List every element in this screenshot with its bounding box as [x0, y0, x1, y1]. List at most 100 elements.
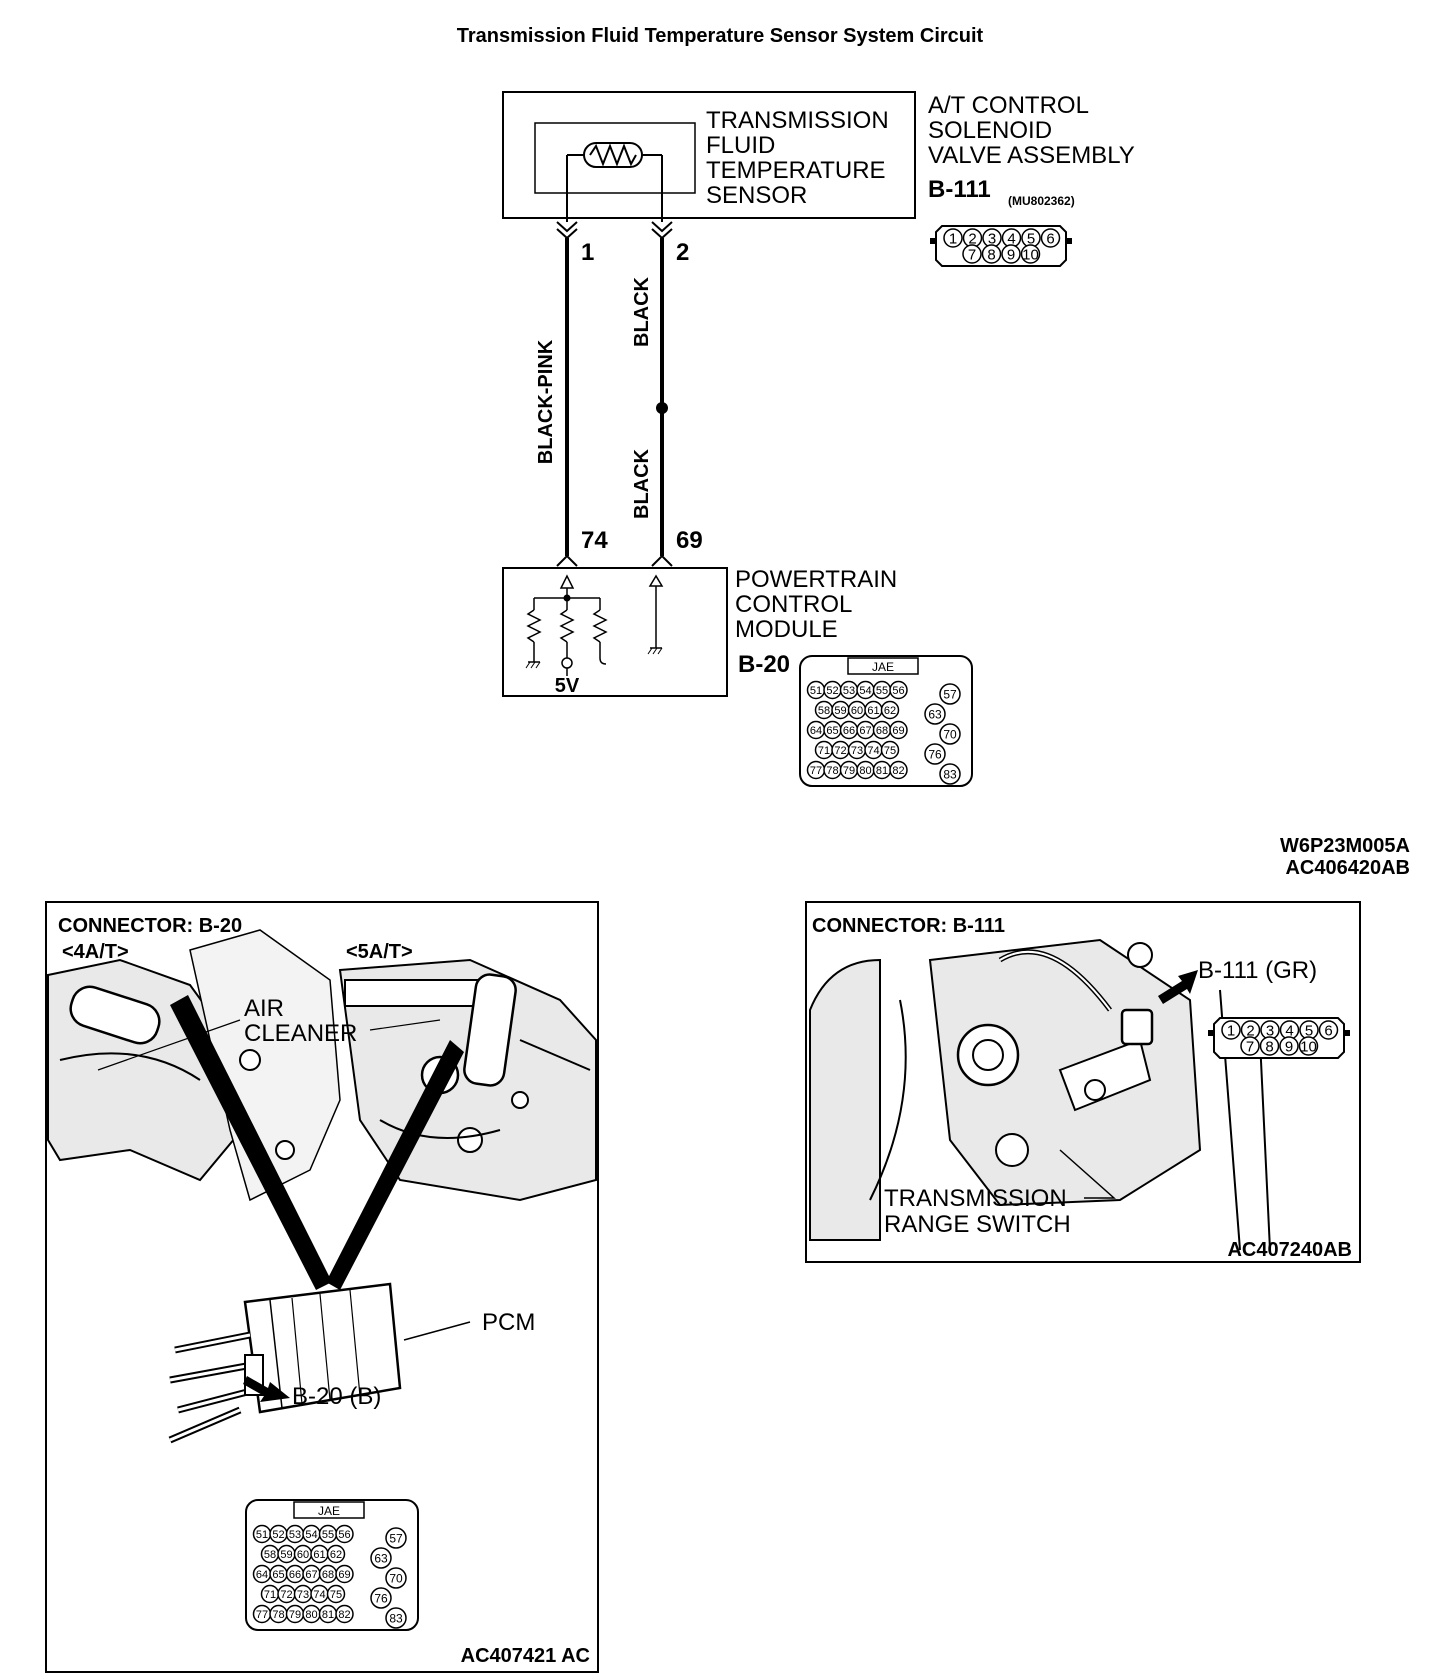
connector-pin-number: 55 — [322, 1529, 334, 1541]
connector-pin-number: 76 — [928, 747, 942, 761]
diagram-code-2: AC406420AB — [1285, 857, 1410, 879]
connector-pin-number: 4 — [1007, 230, 1015, 247]
connector-pin-number: 52 — [272, 1529, 284, 1541]
panel-connector-b111: CONNECTOR: B-111 B-111 (GR) TRANSMISSION… — [805, 901, 1361, 1263]
connector-pin-number: 9 — [1285, 1038, 1293, 1055]
connector-pin-number: 71 — [264, 1589, 276, 1601]
jae-label: JAE — [872, 660, 894, 674]
pin-74-label: 74 — [581, 527, 608, 554]
connector-pin-number: 81 — [322, 1609, 334, 1621]
connector-pin — [939, 683, 961, 705]
assembly-label-3: VALVE ASSEMBLY — [928, 142, 1135, 169]
connector-pin-number: 6 — [1046, 230, 1054, 247]
connector-pin-number: 8 — [987, 246, 995, 263]
connector-pin-number: 72 — [280, 1589, 292, 1601]
connector-pin-number: 73 — [851, 745, 863, 757]
connector-pin-number: 74 — [313, 1589, 325, 1601]
connector-pin-number: 54 — [859, 685, 871, 697]
connector-pin — [370, 1547, 392, 1569]
pcm-label-3: MODULE — [735, 616, 838, 643]
connector-pin-number: 62 — [330, 1549, 342, 1561]
connector-pin — [943, 228, 963, 248]
connector-pin-number: 63 — [928, 707, 942, 721]
sensor-label-1: TRANSMISSION — [706, 107, 889, 134]
connector-pin-number: 7 — [968, 246, 976, 263]
connector-pin — [335, 1604, 354, 1624]
voltage-label: 5V — [555, 675, 580, 697]
connector-pin-number: 75 — [330, 1589, 342, 1601]
connector-pin-number: 83 — [943, 767, 957, 781]
connector-pin-number: 66 — [843, 725, 855, 737]
pin-1-label: 1 — [581, 239, 594, 266]
connector-pin — [924, 743, 946, 765]
connector-pin — [880, 740, 900, 760]
connector-pin-number: 10 — [1022, 246, 1039, 263]
connector-pin-number: 58 — [264, 1549, 276, 1561]
connector-pin — [889, 720, 908, 740]
connector-pin-number: 78 — [272, 1609, 284, 1621]
connector-pin-number: 51 — [810, 685, 822, 697]
connector-pin-number: 63 — [374, 1551, 388, 1565]
wire-1-connector-bottom — [556, 554, 578, 567]
assembly-part-number: (MU802362) — [1008, 194, 1075, 208]
air-cleaner-label-2: CLEANER — [244, 1020, 357, 1047]
b111-panel-code: AC407240AB — [1227, 1239, 1352, 1261]
connector-pin-number: 65 — [272, 1569, 284, 1581]
connector-pin-number: 3 — [1266, 1022, 1274, 1039]
connector-pin-number: 54 — [305, 1529, 317, 1541]
range-switch-label-1: TRANSMISSION — [884, 1185, 1067, 1212]
connector-pin-number: 83 — [389, 1611, 403, 1625]
connector-pin-number: 53 — [843, 685, 855, 697]
panel-connector-b20: CONNECTOR: B-20 <4A/T> <5A/T> AIR CLEANE… — [45, 901, 599, 1673]
connector-pin — [1001, 244, 1021, 264]
connector-pin-number: 62 — [884, 705, 896, 717]
connector-pin-number: 59 — [834, 705, 846, 717]
connector-pin-number: 56 — [892, 685, 904, 697]
connector-pin — [326, 1544, 346, 1564]
connector-pin-number: 56 — [338, 1529, 350, 1541]
connector-pin-number: 3 — [988, 230, 996, 247]
connector-pin-number: 65 — [826, 725, 838, 737]
connector-pin — [889, 680, 908, 700]
connector-pin-number: 82 — [892, 765, 904, 777]
connector-pin-number: 5 — [1305, 1022, 1313, 1039]
connector-pin-number: 2 — [968, 230, 976, 247]
connector-pin-number: 71 — [818, 745, 830, 757]
connector-pin — [939, 763, 961, 785]
variant-5at: <5A/T> — [346, 941, 413, 963]
circuit-diagram: TRANSMISSION FLUID TEMPERATURE SENSOR A/… — [502, 91, 1410, 879]
transmission-illustration — [809, 938, 1271, 1251]
connector-pin-number: 57 — [943, 687, 957, 701]
connector-pin-number: 6 — [1324, 1022, 1332, 1039]
connector-pin — [1318, 1020, 1339, 1040]
thermistor-symbol — [566, 142, 663, 222]
connector-pin-number: 61 — [867, 705, 879, 717]
connector-pin — [880, 700, 900, 720]
connector-pin-number: 69 — [892, 725, 904, 737]
connector-pin-number: 77 — [256, 1609, 268, 1621]
connector-pin-number: 75 — [884, 745, 896, 757]
connector-pin-number: 58 — [818, 705, 830, 717]
variant-4at: <4A/T> — [62, 941, 129, 963]
connector-pin — [889, 760, 908, 780]
connector-pin-number: 72 — [834, 745, 846, 757]
connector-pin — [1020, 244, 1041, 264]
connector-pin — [385, 1567, 407, 1589]
connector-pin-number: 8 — [1265, 1038, 1273, 1055]
connector-pin-number: 69 — [338, 1569, 350, 1581]
pcm-internal-circuit — [525, 574, 664, 676]
pointer-4at — [170, 995, 332, 1290]
wire-2-color-lower: BLACK — [631, 448, 653, 519]
b111-heading: CONNECTOR: B-111 — [812, 915, 1005, 937]
connector-pin-number: 70 — [389, 1571, 403, 1585]
arrow-b20 — [243, 1376, 290, 1402]
pin-69-label: 69 — [676, 527, 703, 554]
sensor-label-4: SENSOR — [706, 182, 807, 209]
wire-2-connector-bottom — [651, 554, 673, 567]
diagram-code-1: W6P23M005A — [1280, 835, 1410, 857]
air-cleaner-label-1: AIR — [244, 995, 284, 1022]
